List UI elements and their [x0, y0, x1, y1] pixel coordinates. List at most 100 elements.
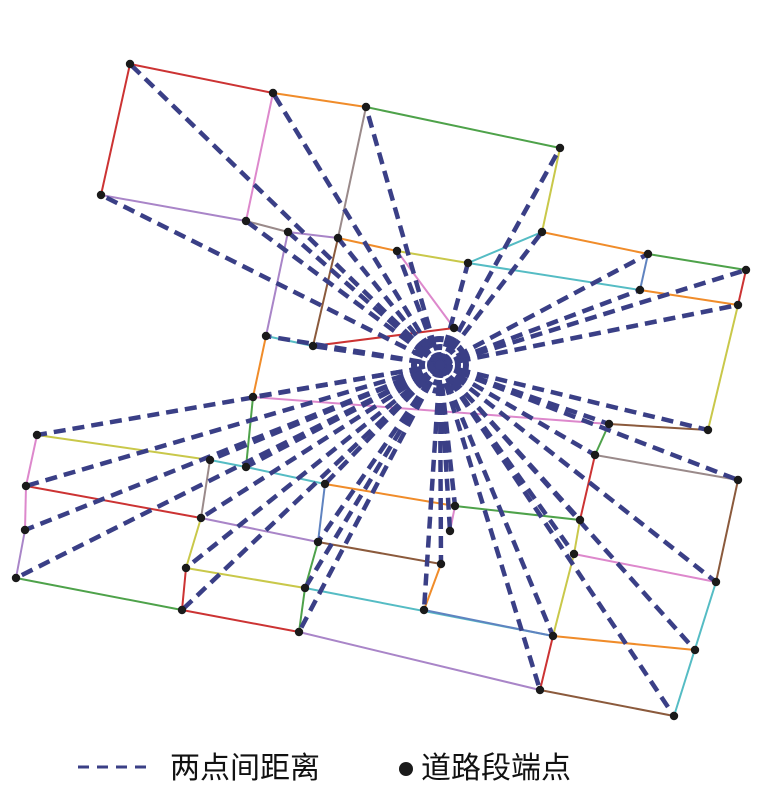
distance-line — [394, 250, 443, 366]
road-segment — [715, 479, 739, 583]
center-hub — [411, 336, 469, 394]
road-segment — [100, 63, 131, 196]
distance-line — [437, 364, 556, 637]
road-endpoint — [703, 425, 713, 435]
distance-line — [316, 363, 442, 544]
road-segment — [15, 529, 26, 579]
road-segment — [185, 517, 202, 569]
road-segment — [317, 541, 442, 565]
road-endpoint — [313, 537, 323, 547]
road-endpoint — [711, 577, 721, 587]
distance-line — [184, 363, 442, 570]
road-endpoint — [294, 627, 304, 637]
road-segment — [287, 231, 339, 239]
road-endpoint — [196, 513, 206, 523]
road-endpoint — [261, 331, 271, 341]
road-segment — [209, 459, 247, 468]
distance-lines — [14, 62, 747, 718]
distance-line — [439, 267, 747, 368]
road-segment — [454, 505, 581, 521]
road-segment — [100, 194, 247, 222]
road-endpoint — [643, 249, 653, 259]
road-endpoint — [535, 685, 545, 695]
road-endpoint — [575, 515, 585, 525]
legend: 两点间距离 道路段端点 — [78, 751, 571, 786]
distance-line — [437, 327, 457, 366]
road-endpoint — [205, 455, 215, 465]
road-segment — [272, 92, 367, 108]
road-segment — [245, 92, 274, 222]
road-segment — [245, 466, 326, 485]
road-endpoint — [604, 419, 614, 429]
road-segment — [541, 147, 561, 233]
road-endpoint — [308, 341, 318, 351]
road-segment — [129, 63, 274, 94]
road-segment — [181, 567, 187, 611]
distance-line — [437, 364, 444, 565]
road-segment — [337, 106, 367, 239]
legend-distance-label: 两点间距离 — [170, 751, 320, 786]
road-endpoint — [669, 711, 679, 721]
road-segment — [324, 483, 456, 507]
road-segment — [181, 609, 300, 633]
distance-line — [271, 91, 442, 367]
road-endpoint — [741, 265, 751, 275]
road-segment — [594, 454, 739, 481]
distance-line — [14, 362, 442, 581]
road-endpoint — [241, 216, 251, 226]
distance-line — [180, 363, 442, 612]
road-segment — [579, 454, 596, 521]
distance-line — [438, 252, 650, 367]
road-segment — [539, 635, 554, 691]
road-segment — [36, 434, 211, 461]
distance-line — [99, 192, 442, 368]
road-segment — [200, 517, 319, 543]
road-segment — [252, 396, 610, 425]
road-segment — [423, 609, 554, 637]
road-segment — [608, 423, 709, 431]
road-segment — [423, 563, 442, 611]
road-endpoint — [450, 501, 460, 511]
center-ring — [427, 352, 453, 378]
center-ring — [411, 336, 469, 394]
road-endpoint — [463, 258, 473, 268]
road-endpoint — [248, 392, 258, 402]
road-segment — [737, 269, 747, 306]
distance-line — [297, 363, 442, 634]
road-endpoint — [733, 300, 743, 310]
distance-line — [439, 362, 739, 483]
road-segment — [312, 237, 339, 347]
road-segment — [252, 335, 267, 398]
road-endpoint — [11, 573, 21, 583]
road-segment — [541, 231, 649, 255]
road-segment — [24, 485, 27, 531]
road-segment — [245, 220, 289, 233]
road-segment — [365, 106, 561, 149]
road-endpoint — [569, 549, 579, 559]
road-endpoint — [555, 143, 565, 153]
road-endpoint — [333, 233, 343, 243]
distance-line — [128, 62, 442, 367]
road-segment — [245, 396, 254, 468]
road-endpoint — [21, 481, 31, 491]
road-segment — [573, 519, 581, 555]
distance-line — [439, 287, 641, 368]
distance-line — [24, 362, 441, 533]
road-endpoint — [690, 645, 700, 655]
distance-line — [36, 362, 441, 438]
road-segment — [298, 587, 306, 633]
road-segment — [573, 553, 717, 583]
road-endpoint — [300, 583, 310, 593]
road-segment — [396, 250, 455, 329]
road-endpoint — [419, 605, 429, 615]
road-segment — [647, 253, 747, 271]
distance-line — [363, 106, 443, 366]
road-segment — [639, 289, 739, 306]
road-endpoint — [241, 462, 251, 472]
road-segment — [539, 689, 675, 717]
distance-line — [438, 363, 597, 457]
distance-line — [25, 362, 441, 489]
road-endpoint — [392, 246, 402, 256]
distance-line — [439, 302, 739, 368]
road-endpoint — [436, 559, 446, 569]
